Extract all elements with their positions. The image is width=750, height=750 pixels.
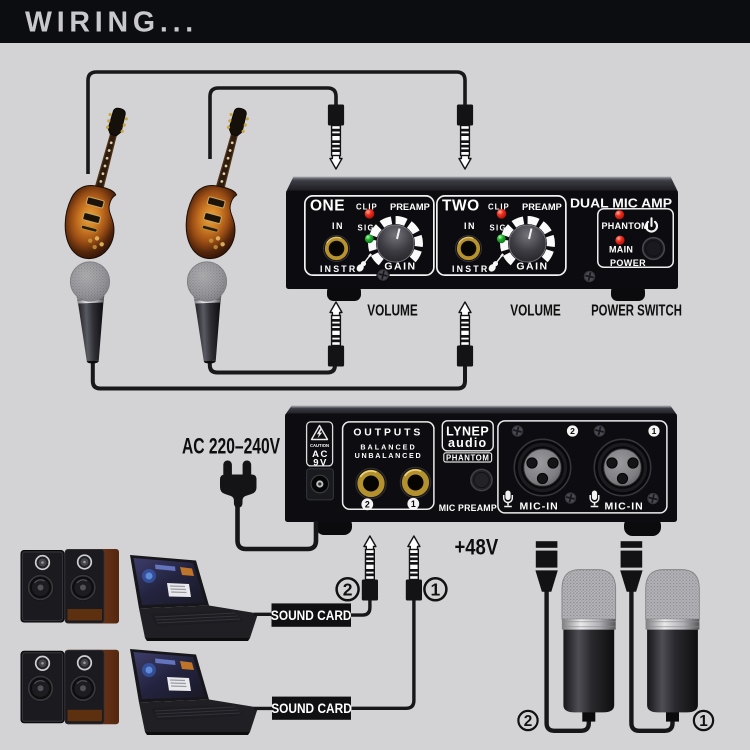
svg-text:2: 2 (365, 500, 370, 510)
svg-text:audio: audio (448, 436, 487, 450)
svg-text:VOLUME: VOLUME (367, 301, 418, 319)
svg-text:2: 2 (570, 426, 575, 436)
svg-text:OUTPUTS: OUTPUTS (353, 427, 423, 438)
svg-text:LYNEP: LYNEP (446, 425, 489, 439)
svg-text:UNBALANCED: UNBALANCED (355, 451, 423, 460)
svg-text:VOLUME: VOLUME (510, 301, 561, 319)
svg-text:9V: 9V (313, 457, 328, 468)
svg-text:TWO: TWO (442, 198, 480, 215)
svg-text:AC: AC (312, 449, 329, 460)
svg-text:ONE: ONE (310, 198, 345, 215)
svg-text:MIC-IN: MIC-IN (605, 500, 644, 512)
svg-text:POWER: POWER (610, 258, 646, 268)
svg-text:MIC-IN: MIC-IN (520, 500, 559, 512)
svg-text:CAUTION: CAUTION (310, 443, 329, 448)
svg-text:WIRING...: WIRING... (25, 7, 198, 39)
svg-text:+48V: +48V (455, 536, 499, 560)
svg-text:SOUND CARD: SOUND CARD (271, 700, 352, 716)
svg-text:AC 220–240V: AC 220–240V (182, 435, 280, 459)
svg-text:PHANTOM: PHANTOM (602, 221, 649, 231)
svg-text:1: 1 (411, 499, 416, 509)
svg-text:SOUND CARD: SOUND CARD (271, 607, 352, 623)
svg-text:1: 1 (652, 426, 657, 436)
svg-text:DUAL MIC AMP: DUAL MIC AMP (570, 196, 672, 211)
svg-text:POWER SWITCH: POWER SWITCH (591, 301, 682, 319)
svg-text:MIC PREAMP: MIC PREAMP (439, 503, 497, 513)
svg-text:MAIN: MAIN (609, 245, 633, 255)
svg-text:PHANTOM: PHANTOM (446, 454, 489, 463)
svg-text:BALANCED: BALANCED (360, 443, 416, 452)
